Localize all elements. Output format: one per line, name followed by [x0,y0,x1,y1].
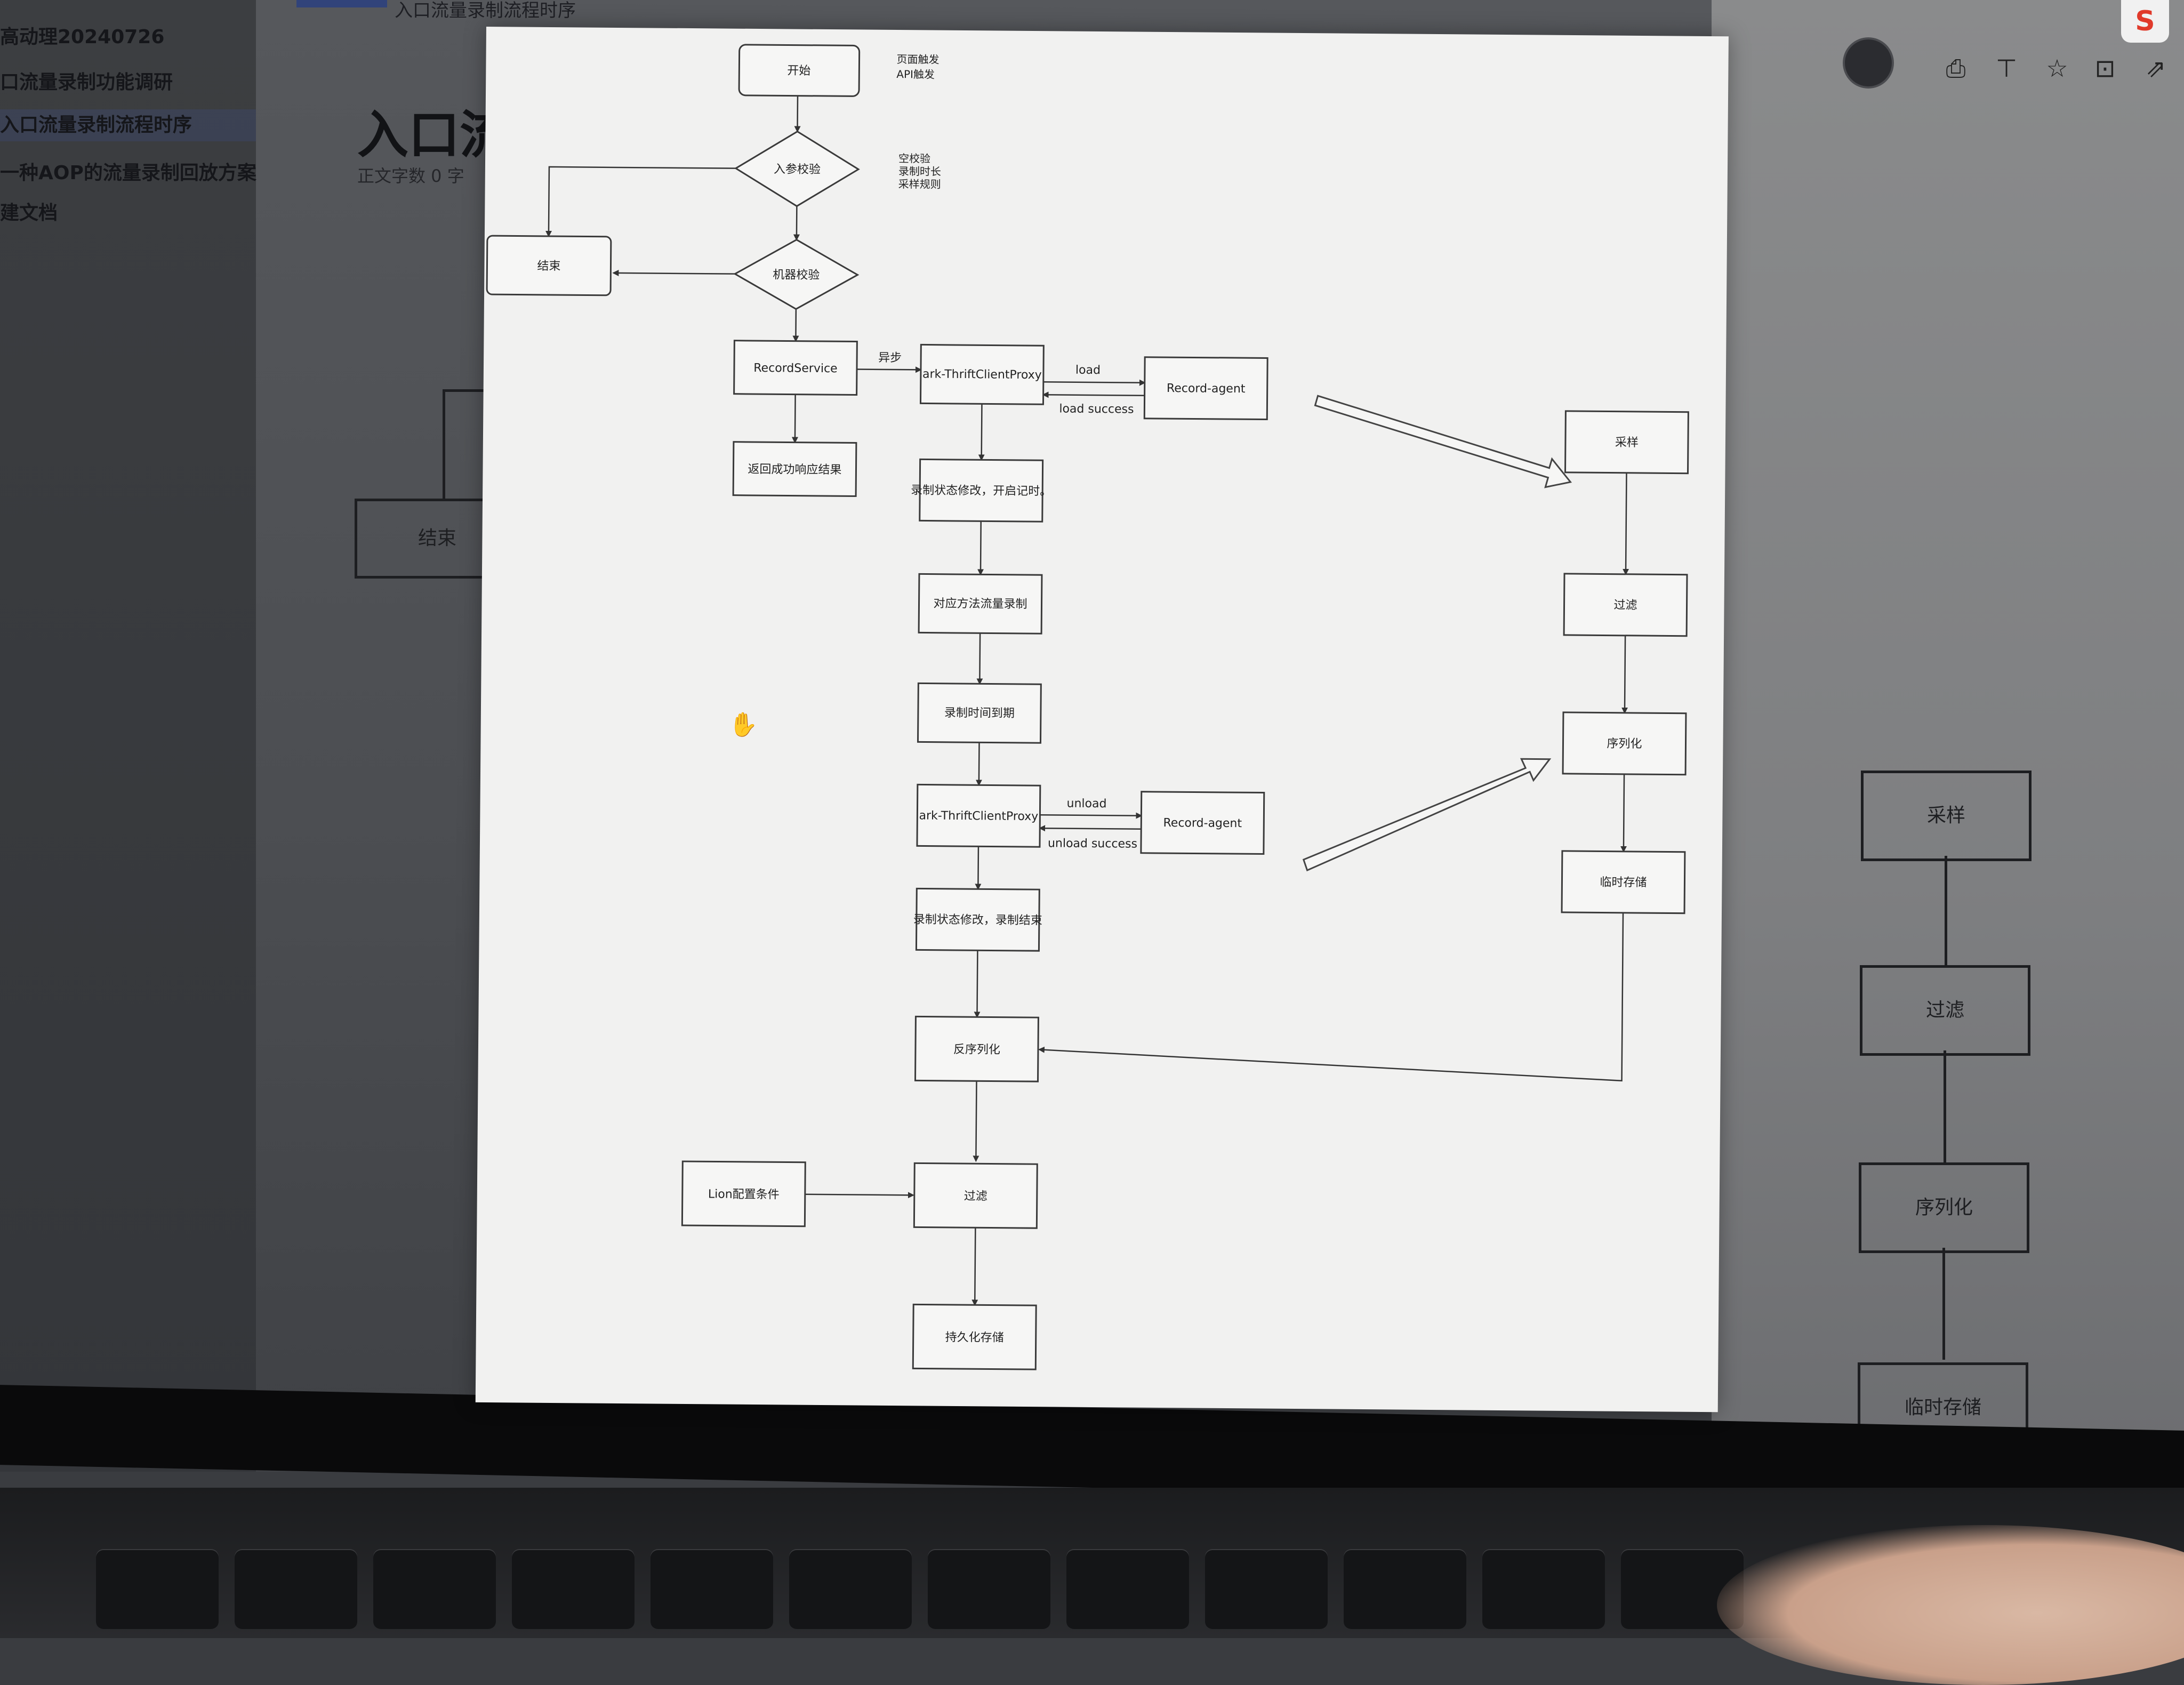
keyboard-key [1344,1549,1466,1629]
svg-text:过滤: 过滤 [1613,599,1637,612]
svg-text:过滤: 过滤 [964,1190,987,1203]
big-arrow [1302,758,1552,872]
deserialize-node: 反序列化 [914,1015,1039,1082]
svg-text:序列化: 序列化 [1607,737,1642,751]
bg-connector [1945,856,1947,965]
async-label: 异步 [878,351,902,365]
topbar-title: 入口流量录制流程时序 [395,0,576,21]
share-icon[interactable]: ⎙ [1946,54,1966,83]
topbar-badge [296,0,387,7]
bg-serialize-node: 序列化 [1859,1162,2029,1253]
trigger-note-2: API触发 [896,68,935,81]
end-node: 结束 [486,235,612,296]
keyboard-key [373,1549,496,1629]
return-success-node: 返回成功响应结果 [732,441,857,497]
keyboard-key [1205,1549,1328,1629]
filter-side-node: 过滤 [1563,573,1688,637]
svg-text:录制时间到期: 录制时间到期 [944,707,1015,720]
sidebar: 高动理20240726 口流量录制功能调研 入口流量录制流程时序 一种AOP的流… [0,0,256,1472]
serialize-node: 序列化 [1562,711,1687,776]
svg-text:开始: 开始 [787,64,810,77]
hand-cursor-icon: ✋ [729,711,758,739]
svg-text:返回成功响应结果: 返回成功响应结果 [748,463,841,477]
svg-text:录制状态修改，开启记时。: 录制状态修改，开启记时。 [911,484,1051,498]
svg-text:持久化存储: 持久化存储 [945,1331,1004,1345]
status-end-node: 录制状态修改，录制结束 [913,887,1042,952]
svg-text:录制状态修改，录制结束: 录制状态修改，录制结束 [913,913,1042,927]
time-up-node: 录制时间到期 [917,682,1042,744]
brand-badge[interactable]: S [2121,0,2169,43]
svg-text:ark-ThriftClientProxy: ark-ThriftClientProxy [922,367,1042,382]
svg-text:Lion配置条件: Lion配置条件 [708,1187,780,1201]
keyboard-key [512,1549,635,1629]
flowchart-edges [545,95,1629,1306]
bg-connector [443,389,445,501]
svg-text:采样: 采样 [1615,436,1639,450]
sidebar-item[interactable]: 建文档 [0,202,58,224]
svg-text:临时存储: 临时存储 [1600,876,1647,889]
big-arrow [1314,395,1572,488]
sample-node: 采样 [1564,410,1689,475]
keyboard-key [928,1549,1050,1629]
document-page-background [1712,0,2184,1472]
avatar[interactable] [1843,37,1894,89]
flowchart-canvas: 页面触发 API触发 空校验 录制时长 采样规则 异步 load load su… [486,44,1689,1370]
svg-text:ark-ThriftClientProxy: ark-ThriftClientProxy [919,809,1038,823]
keyboard-key [1482,1549,1605,1629]
bg-sample-node: 采样 [1861,771,2032,861]
sidebar-item[interactable]: 一种AOP的流量录制回放方案 [0,162,256,184]
record-service-node: RecordService [733,340,858,396]
svg-text:Record-agent: Record-agent [1167,382,1246,396]
check-note-2: 录制时长 [898,165,941,178]
check-note-3: 采样规则 [898,178,941,191]
bg-connector [1944,1050,1946,1162]
trigger-note-1: 页面触发 [896,53,939,66]
agent-load-node: Record-agent [1143,356,1268,421]
keyboard-key [235,1549,357,1629]
agent-unload-node: Record-agent [1140,791,1265,855]
load-success-label: load success [1059,402,1134,416]
load-label: load [1075,364,1101,377]
temp-store-node: 临时存储 [1561,850,1686,914]
svg-text:Record-agent: Record-agent [1163,816,1242,830]
keyboard-key [789,1549,912,1629]
status-start-node: 录制状态修改，开启记时。 [911,458,1051,523]
unload-success-label: unload success [1048,837,1137,850]
sidebar-item[interactable]: 高动理20240726 [0,26,165,48]
proxy-unload-node: ark-ThriftClientProxy [916,783,1041,848]
pin-icon[interactable]: ⊤ [1995,54,2018,83]
filter-main-node: 过滤 [913,1162,1038,1229]
svg-text:对应方法流量录制: 对应方法流量录制 [933,597,1027,611]
bg-connector [1942,1248,1945,1360]
machine-check-node: 机器校验 [733,238,860,310]
star-icon[interactable]: ☆ [2046,54,2068,83]
doc-meta: 正文字数 0 字 [357,166,464,186]
param-check-node: 入参校验 [734,130,860,207]
sidebar-item-active[interactable]: 入口流量录制流程时序 [0,109,256,141]
svg-text:反序列化: 反序列化 [953,1043,1000,1057]
svg-text:结束: 结束 [537,260,560,273]
sidebar-item[interactable]: 口流量录制功能调研 [0,71,173,93]
lock-icon[interactable]: ⊡ [2094,54,2116,83]
unload-label: unload [1066,797,1106,811]
keyboard-key [651,1549,773,1629]
svg-text:RecordService: RecordService [753,362,838,375]
flowchart-image: 页面触发 API触发 空校验 录制时长 采样规则 异步 load load su… [475,27,1729,1413]
check-note-1: 空校验 [898,152,930,165]
proxy-load-node: ark-ThriftClientProxy [919,343,1045,405]
svg-text:机器校验: 机器校验 [773,268,820,282]
external-link-icon[interactable]: ⇗ [2145,54,2166,83]
start-node: 开始 [738,44,861,97]
keyboard-key [1066,1549,1189,1629]
keyboard-key [96,1549,219,1629]
svg-text:入参校验: 入参校验 [774,163,821,176]
lion-config-node: Lion配置条件 [681,1160,806,1227]
method-record-node: 对应方法流量录制 [918,573,1043,635]
persist-node: 持久化存储 [912,1303,1037,1370]
bg-filter-node: 过滤 [1860,965,2030,1056]
